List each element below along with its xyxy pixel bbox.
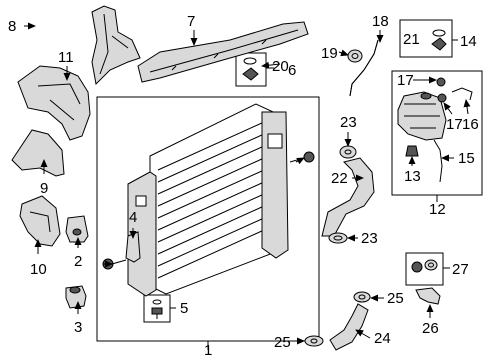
reservoir-clip-upper bbox=[436, 77, 446, 87]
callout-27: 27 bbox=[452, 261, 469, 278]
side-bolt-part bbox=[289, 151, 315, 163]
lower-radiator-hose-part bbox=[329, 303, 369, 351]
callout-8: 8 bbox=[8, 18, 16, 35]
callout-11: 11 bbox=[58, 49, 74, 66]
hose-clamp-upper-part bbox=[339, 145, 357, 159]
callout-12: 12 bbox=[429, 201, 446, 218]
callout-23-upper: 23 bbox=[340, 114, 357, 131]
cap-seal-box bbox=[399, 19, 453, 58]
overflow-hose-part bbox=[349, 39, 379, 97]
callout-3: 3 bbox=[74, 319, 82, 336]
air-guide-bottom-part bbox=[19, 195, 61, 247]
upper-radiator-hose-part bbox=[321, 157, 375, 237]
callout-15: 15 bbox=[458, 150, 475, 167]
callout-21: 21 bbox=[403, 31, 420, 48]
drain-plug-part bbox=[151, 299, 163, 319]
reservoir-clip-lower bbox=[437, 93, 447, 103]
bypass-hose-part bbox=[415, 287, 441, 305]
reservoir-cap-part bbox=[405, 145, 419, 157]
callout-23-lower: 23 bbox=[361, 230, 378, 247]
callout-9: 9 bbox=[40, 180, 48, 197]
air-guide-lower-part bbox=[11, 129, 65, 177]
clamp-kit-box bbox=[405, 252, 444, 286]
lower-hose-clamp-a-part bbox=[353, 291, 371, 303]
callout-10: 10 bbox=[30, 261, 47, 278]
callout-5: 5 bbox=[180, 300, 188, 317]
coolant-reservoir-part bbox=[397, 91, 447, 141]
cap-gasket-part bbox=[242, 57, 259, 81]
radiator-core-part bbox=[127, 103, 289, 297]
callout-17-lower: 17 bbox=[446, 116, 463, 133]
callout-19: 19 bbox=[321, 45, 338, 62]
upper-clamp-part bbox=[347, 49, 363, 63]
reservoir-hose-part bbox=[451, 87, 473, 101]
hose-clamp-lower-part bbox=[328, 232, 348, 244]
callout-4: 4 bbox=[129, 209, 137, 226]
callout-16: 16 bbox=[462, 116, 479, 133]
upper-deflector-part bbox=[91, 5, 141, 86]
callout-13: 13 bbox=[404, 168, 421, 185]
callout-25-upper: 25 bbox=[387, 290, 404, 307]
callout-26: 26 bbox=[422, 320, 439, 337]
lower-hose-clamp-b-part bbox=[304, 335, 324, 347]
cap-gasket-box bbox=[235, 52, 267, 87]
callout-17-upper: 17 bbox=[397, 72, 414, 89]
callout-14: 14 bbox=[460, 33, 477, 50]
callout-1: 1 bbox=[204, 342, 212, 359]
clamp-kit-part bbox=[411, 259, 438, 273]
callout-22: 22 bbox=[331, 170, 348, 187]
callout-25-lower: 25 bbox=[274, 334, 291, 351]
reservoir-tube-part bbox=[433, 139, 443, 183]
callout-18: 18 bbox=[372, 13, 389, 30]
callout-2: 2 bbox=[74, 253, 82, 270]
callout-7: 7 bbox=[187, 13, 195, 30]
seal-part bbox=[431, 29, 447, 51]
callout-20: 20 bbox=[272, 58, 289, 75]
callout-6: 6 bbox=[288, 62, 296, 79]
callout-24: 24 bbox=[374, 330, 391, 347]
